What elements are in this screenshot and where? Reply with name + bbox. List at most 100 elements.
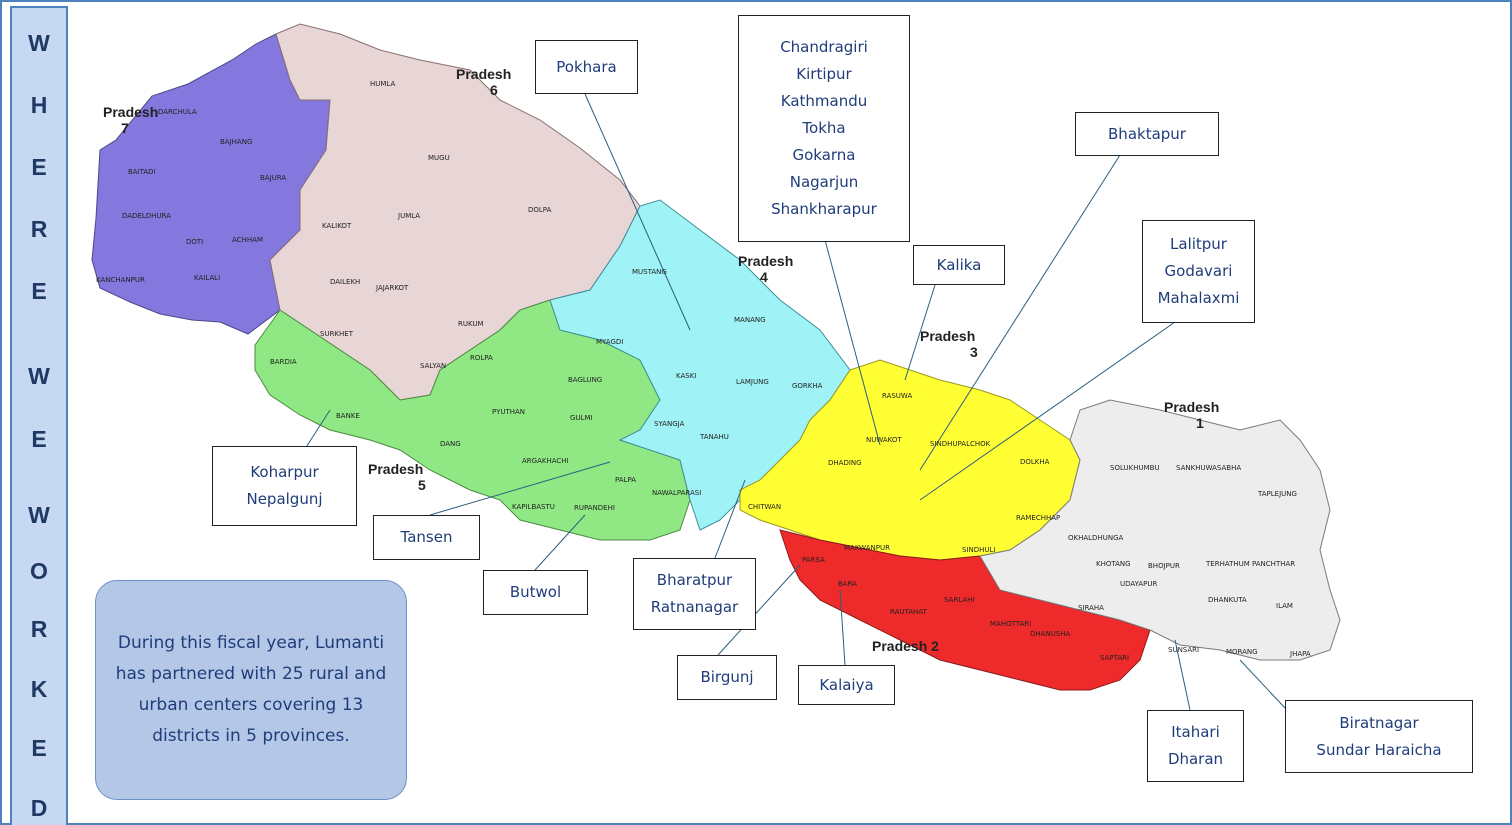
district-label-myagdi: MYAGDI [596,338,624,346]
district-label-banke: BANKE [336,412,360,420]
district-label-jajarkot: JAJARKOT [376,284,409,292]
district-label-bhojpur: BHOJPUR [1148,562,1180,570]
banner-letter: E [31,735,47,761]
district-label-kalikot: KALIKOT [322,222,352,230]
district-label-palpa: PALPA [615,476,637,484]
district-label-sunsari: SUNSARI [1168,646,1200,654]
district-label-jumla: JUMLA [398,212,421,220]
banner-letter: W [28,363,50,389]
district-label-siraha: SIRAHA [1078,604,1104,612]
district-label-mugu: MUGU [428,154,450,162]
banner-letter: K [30,676,48,702]
callout-butwol: Butwol [483,570,588,615]
banner-letter: E [31,154,47,180]
banner-letter: E [31,426,47,452]
district-label-chitwan: CHITWAN [748,503,782,511]
callout-kalika: Kalika [913,245,1005,285]
district-label-gorkha: GORKHA [792,382,823,390]
district-label-rautahat: RAUTAHAT [890,608,927,616]
district-label-argakhachi: ARGAKHACHI [522,457,569,465]
district-label-humla: HUMLA [370,80,396,88]
district-label-khotang: KHOTANG [1096,560,1131,568]
district-label-baglung: BAGLUNG [568,376,603,384]
district-label-udayapur: UDAYAPUR [1120,580,1158,588]
banner-letter: E [31,278,47,304]
callout-bharatpur: Bharatpur Ratnanagar [633,558,756,630]
district-label-mustang: MUSTANG [632,268,667,276]
callout-kalaiya: Kalaiya [798,665,895,705]
province-2-region [779,529,1151,691]
callout-itahari: Itahari Dharan [1147,710,1244,782]
district-label-sindhuli: SINDHULI [962,546,996,554]
district-label-dang: DANG [440,440,461,448]
district-label-darchula: DARCHULA [158,108,197,116]
district-label-sindhupalchok: SINDHUPALCHOK [930,440,991,448]
district-label-achham: ACHHAM [232,236,263,244]
district-label-salyan: SALYAN [420,362,447,370]
district-label-bardia: BARDIA [270,358,297,366]
district-label-bajura: BAJURA [260,174,287,182]
summary-text: During this fiscal year, Lumanti has par… [115,633,387,746]
where-we-worked-banner: W H E R E W E W O R K E D [10,6,68,825]
district-label-rasuwa: RASUWA [882,392,913,400]
banner-letter: H [30,92,48,118]
leader-lines [284,93,1286,711]
district-label-dolpa: DOLPA [528,206,552,214]
banner-letter: R [30,616,48,642]
district-label-dailekh: DAILEKH [330,278,361,286]
district-label-sankhuwasabha: SANKHUWASABHA [1176,464,1242,472]
district-label-nawalparasi: NAWALPARASI [652,489,702,497]
district-label-dolkha: DOLKHA [1020,458,1050,466]
callout-biratnagar: Biratnagar Sundar Haraicha [1285,700,1473,773]
district-label-nuwakot: NUWAKOT [866,436,902,444]
district-label-dhankuta: DHANKUTA [1208,596,1247,604]
district-label-gulmi: GULMI [570,414,593,422]
district-label-dhading: DHADING [828,459,862,467]
district-label-kaski: KASKI [676,372,697,380]
summary-note: During this fiscal year, Lumanti has par… [95,580,407,800]
district-label-morang: MORANG [1226,648,1258,656]
district-label-rolpa: ROLPA [470,354,493,362]
district-label-doti: DOTI [186,238,204,246]
district-label-tanahu: TANAHU [700,433,729,441]
banner-letter: W [28,502,50,528]
district-label-terhathum: TERHATHUM [1206,560,1250,568]
district-label-kailali: KAILALI [194,274,221,282]
district-label-dhanusha: DHANUSHA [1030,630,1071,638]
banner-letter: D [30,795,48,821]
callout-lalitpur: Lalitpur Godavari Mahalaxmi [1142,220,1255,323]
banner-letter: R [30,216,48,242]
district-label-sarlahi: SARLAHI [944,596,975,604]
district-label-lamjung: LAMJUNG [736,378,769,386]
district-label-rupandehi: RUPANDEHI [574,504,615,512]
district-label-kapilbastu: KAPILBASTU [512,503,555,511]
district-label-kanchanpur: KANCHANPUR [96,276,145,284]
district-label-ramechhap: RAMECHHAP [1016,514,1061,522]
district-label-solukhumbu: SOLUKHUMBU [1110,464,1160,472]
callout-birgunj: Birgunj [677,655,777,700]
banner-letter: O [30,558,48,584]
province-1-region [979,399,1341,661]
district-label-okhaldhunga: OKHALDHUNGA [1068,534,1124,542]
pradesh-2-label: Pradesh 2 [872,638,939,654]
district-label-taplejung: TAPLEJUNG [1258,490,1297,498]
district-label-pyuthan: PYUTHAN [492,408,526,416]
district-label-rukum: RUKUM [458,320,484,328]
callout-tansen: Tansen [373,515,480,560]
callout-pokhara: Pokhara [535,40,638,94]
banner-letter: W [28,30,50,56]
district-label-baitadi: BAITADI [128,168,156,176]
district-label-bajhang: BAJHANG [220,138,253,146]
district-label-surkhet: SURKHET [320,330,353,338]
district-label-saptari: SAPTARI [1100,654,1130,662]
district-label-parsa: PARSA [802,556,825,564]
district-label-makwanpur: MAKWANPUR [844,544,890,552]
